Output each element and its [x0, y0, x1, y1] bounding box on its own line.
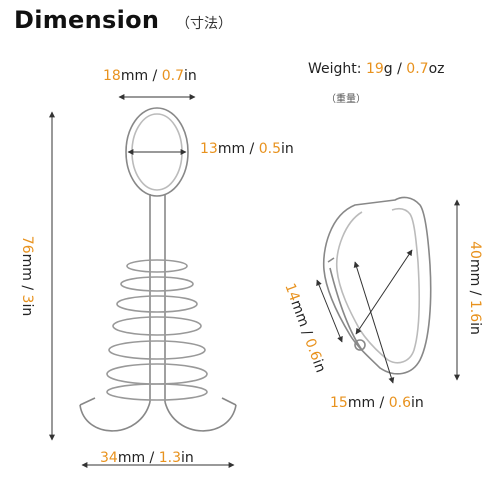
weight-oz-unit: oz: [428, 61, 445, 77]
weight-g-unit: g: [383, 61, 393, 77]
page-title-subtitle: （寸法）: [176, 16, 232, 32]
carabiner-gate: [329, 267, 363, 351]
base-width-label: 34mm / 1.3in: [100, 450, 194, 466]
carabiner-gate-arrow: [316, 279, 343, 343]
loop-width-label: 13mm / 0.5in: [200, 141, 294, 157]
top-width-label: 18mm / 0.7in: [103, 68, 197, 84]
anchor-foot-left: [79, 401, 151, 432]
carabiner-width-arrow-b: [355, 249, 413, 335]
carabiner-drawing: [322, 196, 432, 375]
carabiner-width-arrow-a: [353, 261, 395, 384]
anchor-spring: [106, 259, 208, 401]
carabiner-body: [322, 196, 432, 375]
anchor-foot-right: [164, 401, 237, 432]
height-label: 76mm / 3in: [19, 235, 36, 317]
carabiner-width-label: 15mm / 0.6in: [330, 395, 424, 411]
weight-label: Weight:: [308, 61, 366, 77]
weight-subtitle: （重量）: [326, 94, 366, 105]
page-title: Dimension: [14, 6, 160, 34]
weight-oz-value: 0.7: [406, 61, 429, 77]
anchor-top-loop: [125, 107, 189, 197]
weight-g-value: 19: [365, 61, 384, 77]
weight-spec: Weight: 19g / 0.7oz: [308, 61, 444, 77]
carabiner-height-label: 40mm / 1.6in: [466, 241, 483, 335]
weight-separator: /: [392, 61, 407, 77]
